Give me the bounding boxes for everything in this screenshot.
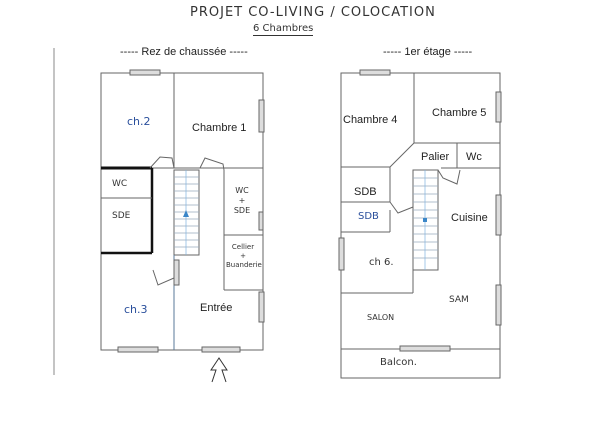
room-ch3: ch.3: [124, 303, 148, 316]
room-palier: Palier: [421, 151, 450, 163]
room-sam: SAM: [449, 295, 469, 305]
room-chambre1: Chambre 1: [192, 122, 247, 134]
room-ch2: ch.2: [127, 115, 151, 128]
room-entree: Entrée: [200, 302, 233, 314]
room-cuisine: Cuisine: [451, 212, 488, 224]
ground-floor-plan: [100, 69, 265, 353]
room-chambre5: Chambre 5: [432, 107, 487, 119]
ground-floor-label: ----- Rez de chaussée -----: [120, 46, 248, 58]
plan-title: PROJET CO-LIVING / COLOCATION: [190, 5, 436, 20]
room-chambre4: Chambre 4: [343, 114, 398, 126]
room-salon: SALON: [367, 313, 395, 322]
room-cellier-buanderie: Cellier + Buanderie: [226, 243, 262, 269]
first-floor-plan: [338, 69, 502, 379]
room-sde: SDE: [112, 211, 131, 221]
room-wc: WC: [112, 179, 128, 189]
room-wc-sde: WC + SDE: [233, 186, 251, 215]
entrance-arrow-icon: [210, 357, 228, 383]
room-ch6: ch 6.: [369, 257, 394, 268]
room-wc-upstairs: Wc: [466, 151, 482, 163]
ground-stairs: [174, 170, 199, 255]
room-sdb-1: SDB: [354, 186, 377, 198]
room-balcon: Balcon.: [380, 357, 417, 368]
first-floor-stairs: [413, 170, 438, 270]
room-sdb-2: SDB: [358, 211, 379, 222]
first-floor-label: ----- 1er étage -----: [383, 46, 473, 58]
plan-subtitle: 6 Chambres: [253, 23, 314, 36]
